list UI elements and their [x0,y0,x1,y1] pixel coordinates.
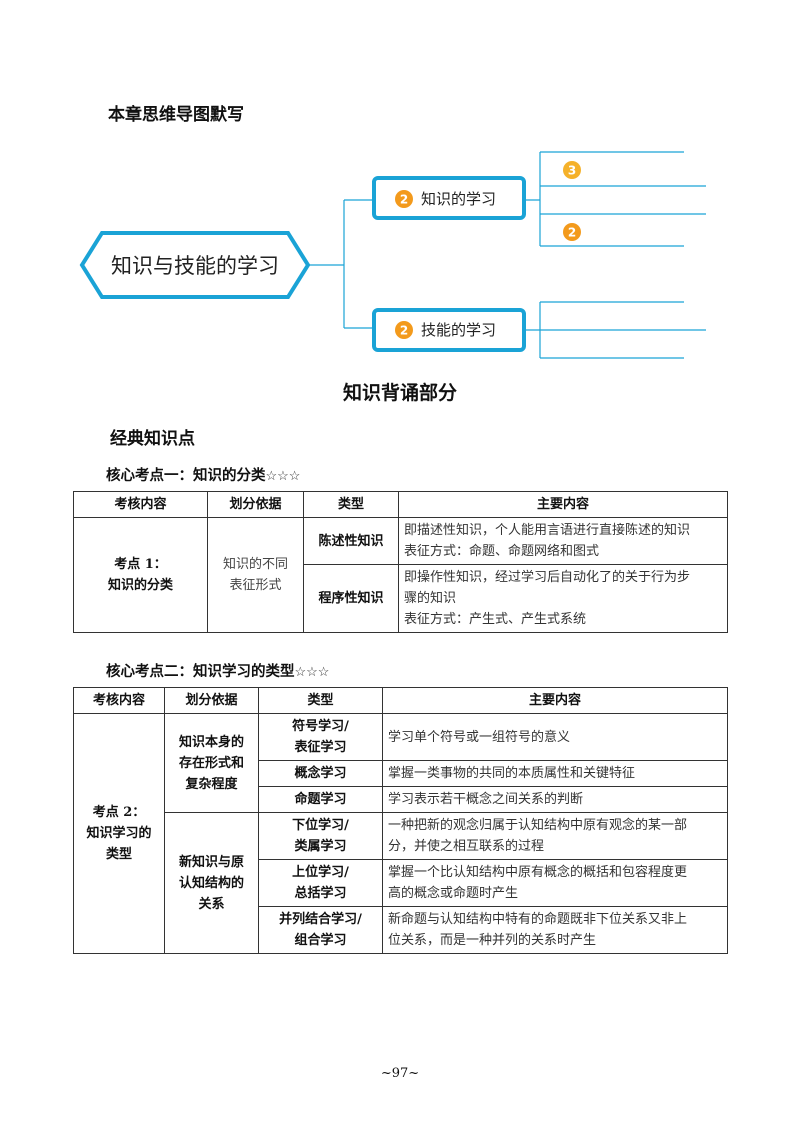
svg-text:2: 2 [568,226,576,240]
svg-text:3: 3 [568,164,576,178]
type-cell: 命题学习 [258,786,383,813]
type-cell: 程序性知识 [303,564,399,633]
content-cell: 掌握一类事物的共同的本质属性和关键特征 [382,760,728,787]
table-row: 程序性知识 即操作性知识，经过学习后自动化了的关于行为步骤的知识表征方式：产生式… [74,564,728,633]
classic-title: 经典知识点 [110,429,195,449]
table-row: 概念学习 掌握一类事物的共同的本质属性和关键特征 [74,760,728,787]
table-row: 并列结合学习/组合学习 新命题与认知结构中特有的命题既非下位关系又非上位关系，而… [74,906,728,954]
knowledge-classification-table: 考核内容 划分依据 类型 主要内容 考点 1：知识的分类 知识的不同表征形式 陈… [73,491,728,633]
point-cell: 考点 2：知识学习的类型 [73,713,165,954]
type-cell: 上位学习/总括学习 [258,859,383,907]
header-cell: 类型 [303,491,399,518]
header-cell: 划分依据 [207,491,304,518]
type-cell: 陈述性知识 [303,517,399,565]
basis-cell: 新知识与原认知结构的关系 [164,812,259,954]
knowledge-learning-types-table: 考核内容 划分依据 类型 主要内容 考点 2：知识学习的类型 知识本身的存在形式… [73,687,728,954]
svg-text:2: 2 [400,324,408,338]
header-cell: 类型 [258,687,383,714]
header-cell: 主要内容 [398,491,728,518]
table-header-row: 考核内容 划分依据 类型 主要内容 [73,491,728,518]
content-cell: 即操作性知识，经过学习后自动化了的关于行为步骤的知识表征方式：产生式、产生式系统 [398,564,728,633]
connector-root-branches [306,199,372,329]
badge-icon [563,223,581,241]
branch-label-knowledge: 知识的学习 [421,190,496,208]
table-row: 上位学习/总括学习 掌握一个比认知结构中原有概念的概括和包容程度更高的概念或命题… [74,859,728,907]
section-title: 知识背诵部分 [342,382,457,404]
content-cell: 学习表示若干概念之间关系的判断 [382,786,728,813]
basis-cell: 知识的不同表征形式 [207,517,304,633]
header-cell: 主要内容 [382,687,728,714]
header-cell: 考核内容 [73,687,165,714]
type-cell: 符号学习/表征学习 [258,713,383,761]
core1-title: 核心考点一：知识的分类☆☆☆ [106,467,301,484]
content-cell: 新命题与认知结构中特有的命题既非下位关系又非上位关系，而是一种并列的关系时产生 [382,906,728,954]
badge-icon [395,190,413,208]
header-cell: 考核内容 [73,491,208,518]
branch-node-knowledge [372,176,526,220]
type-cell: 下位学习/类属学习 [258,812,383,860]
type-cell: 并列结合学习/组合学习 [258,906,383,954]
content-cell: 一种把新的观念归属于认知结构中原有观念的某一部分，并使之相互联系的过程 [382,812,728,860]
connector-branch2-leaves [526,301,706,359]
table-row: 考点 2：知识学习的类型 知识本身的存在形式和复杂程度 符号学习/表征学习 学习… [73,713,728,954]
content-cell: 即描述性知识，个人能用言语进行直接陈述的知识表征方式：命题、命题网络和图式 [398,517,728,565]
type-cell: 概念学习 [258,760,383,787]
header-cell: 划分依据 [164,687,259,714]
mindmap-heading: 本章思维导图默写 [108,105,244,125]
core2-title: 核心考点二：知识学习的类型☆☆☆ [106,663,330,680]
svg-text:2: 2 [400,193,408,207]
content-cell: 掌握一个比认知结构中原有概念的概括和包容程度更高的概念或命题时产生 [382,859,728,907]
point-cell: 考点 1：知识的分类 [73,517,208,633]
table-row: 新知识与原认知结构的关系 下位学习/类属学习 一种把新的观念归属于认知结构中原有… [74,812,728,954]
table-header-row: 考核内容 划分依据 类型 主要内容 [73,687,728,714]
basis-cell: 知识本身的存在形式和复杂程度 [164,713,259,813]
mindmap-diagram: 知识与技能的学习 2 知识的学习 3 2 2 技能的学习 [79,151,706,359]
branch-label-skill: 技能的学习 [421,321,496,339]
branch-node-skill [372,308,526,352]
connector-branch1-leaves [526,151,706,247]
page-number: ~97~ [380,1066,420,1081]
table-row: 考点 1：知识的分类 知识的不同表征形式 陈述性知识 即描述性知识，个人能用言语… [73,517,728,633]
badge-icon [395,321,413,339]
badge-icon [563,161,581,179]
root-node [79,231,311,299]
root-label: 知识与技能的学习 [111,254,279,278]
content-cell: 学习单个符号或一组符号的意义 [382,713,728,761]
